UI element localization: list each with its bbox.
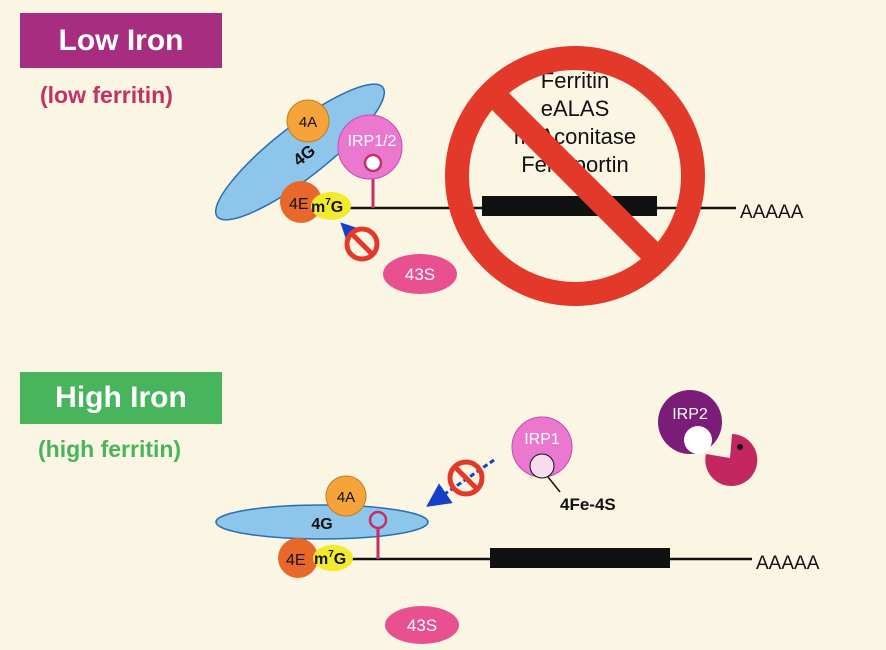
low-eif4g [214, 83, 386, 221]
low-43s-label: 43S [405, 265, 435, 284]
target-ealas: eALAS [541, 96, 610, 121]
high-eif4e-label: 4E [286, 552, 306, 569]
high-polya-tail: AAAAA [756, 553, 820, 574]
low-polya-tail: AAAAA [740, 202, 804, 223]
high-coding-region [490, 548, 670, 568]
high-eif4e [278, 538, 318, 578]
cluster-pointer [547, 476, 561, 493]
high-cluster-label: 4Fe-4S [560, 495, 616, 514]
low-iron-panel: AAAAA 4G 4A IRP1/2 4E m7G [214, 46, 804, 306]
high-small-prohibit-icon [447, 459, 485, 497]
low-ire-loop [363, 153, 383, 173]
high-m7g-cap [313, 545, 353, 571]
high-m7g-label: m7G [314, 549, 346, 568]
iron-sulfur-cluster [529, 453, 555, 479]
low-eif4e-label: 4E [289, 196, 309, 213]
high-iron-subtitle: (high ferritin) [38, 436, 182, 462]
high-eif4a-label: 4A [337, 489, 355, 506]
low-target-list: Ferritin eALAS m-Aconitase Ferroportin [514, 68, 636, 177]
low-small-prohibit-icon [344, 226, 380, 262]
high-eif4g-label: 4G [311, 516, 332, 533]
low-43s-ribosome [383, 254, 457, 294]
high-eif4a [325, 475, 367, 517]
high-iron-title: High Iron [55, 381, 187, 414]
high-43s-ribosome [385, 606, 459, 644]
low-m7g-label: m7G [311, 197, 343, 216]
low-irp12 [337, 114, 403, 180]
high-iron-panel: AAAAA 4G 4A 4E m7G IRP1 [215, 390, 820, 644]
high-43s-label: 43S [407, 616, 437, 635]
low-eif4a-label: 4A [299, 114, 317, 131]
proteasome-eye [737, 444, 743, 450]
low-coding-region [482, 196, 657, 216]
high-irp2-label: IRP2 [672, 406, 708, 423]
high-ire-loop [368, 510, 388, 530]
low-iron-subtitle: (low ferritin) [40, 82, 173, 108]
low-eif4a [286, 99, 330, 143]
proteasome-pacman [705, 434, 758, 486]
low-m7g-cap [311, 192, 351, 220]
irp2-notch [684, 426, 712, 454]
low-irp12-label: IRP1/2 [348, 133, 397, 150]
large-prohibit-icon [445, 46, 705, 306]
high-irp1-label: IRP1 [524, 431, 560, 448]
low-iron-title: Low Iron [58, 23, 184, 57]
low-eif4e [280, 181, 322, 223]
high-iron-badge: High Iron [20, 372, 222, 424]
low-iron-badge: Low Iron [20, 13, 222, 68]
